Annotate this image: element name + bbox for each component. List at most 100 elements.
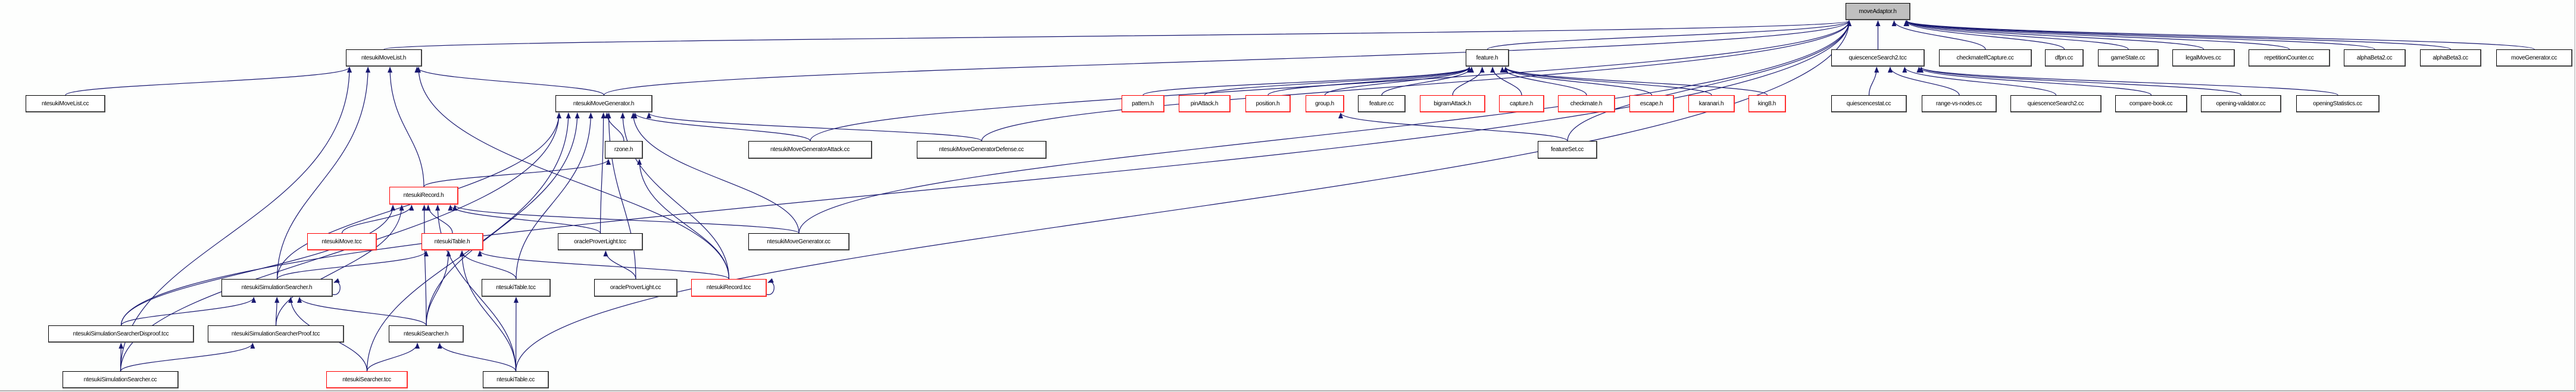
- graph-node-ntesukisimulationsearcherdisproof-tcc[interactable]: ntesukiSimulationSearcherDisproof.tcc: [48, 325, 194, 343]
- graph-node-alphabeta3-cc[interactable]: alphaBeta3.cc: [2420, 49, 2481, 67]
- graph-node-opening-validator-cc[interactable]: opening-validator.cc: [2201, 95, 2281, 112]
- dependency-edge: [426, 112, 580, 326]
- graph-node-position-h[interactable]: position.h: [1245, 95, 1291, 112]
- graph-node-feature-h[interactable]: feature.h: [1466, 49, 1509, 67]
- dependency-edge: [383, 20, 1851, 50]
- graph-node-capture-h[interactable]: capture.h: [1499, 95, 1544, 112]
- dependency-edge: [1902, 67, 2057, 96]
- graph-node-ntesukirecord-tcc[interactable]: ntesukiRecord.tcc: [691, 279, 767, 297]
- dependency-edge: [120, 343, 255, 372]
- graph-node-gamestate-cc[interactable]: gameState.cc: [2098, 49, 2159, 67]
- dependency-edge: [120, 20, 1851, 326]
- dependency-edge: [1204, 67, 1472, 96]
- graph-node-range-vs-nodes-cc[interactable]: range-vs-nodes.cc: [1922, 95, 1997, 112]
- dependency-edge: [276, 67, 371, 280]
- dependency-edge: [120, 67, 352, 372]
- dependency-edge: [1916, 67, 2152, 96]
- dependency-edge: [332, 278, 341, 295]
- dependency-edge: [341, 205, 414, 234]
- graph-node-ntesukisearcher-tcc[interactable]: ntesukiSearcher.tcc: [326, 371, 408, 388]
- graph-node-ntesukimovegeneratorattack-cc[interactable]: ntesukiMoveGeneratorAttack.cc: [748, 141, 872, 159]
- dependency-edge: [1904, 20, 2452, 50]
- dependency-edge: [448, 205, 601, 234]
- graph-node-ntesukisimulationsearcher-h[interactable]: ntesukiSimulationSearcher.h: [221, 279, 333, 297]
- graph-node-quiescencesearch2-cc[interactable]: quiescenceSearch2.cc: [2010, 95, 2102, 112]
- graph-node-ntesukimovelist-cc[interactable]: ntesukiMoveList.cc: [26, 95, 105, 112]
- graph-node-rzone-h[interactable]: rzone.h: [605, 141, 643, 159]
- graph-node-ntesukimovegenerator-h[interactable]: ntesukiMoveGenerator.h: [555, 95, 652, 112]
- dependency-edge: [606, 112, 636, 280]
- dependency-edge: [620, 112, 730, 280]
- graph-node-openingstatistics-cc[interactable]: openingStatistics.cc: [2296, 95, 2380, 112]
- dependency-edge: [603, 20, 1851, 96]
- graph-node-ntesukitable-h[interactable]: ntesukiTable.h: [421, 233, 483, 250]
- graph-node-bigramattack-h[interactable]: bigramAttack.h: [1420, 95, 1485, 112]
- graph-node-pattern-h[interactable]: pattern.h: [1122, 95, 1164, 112]
- graph-node-quiescencesearch2-tcc[interactable]: quiescenceSearch2.tcc: [1831, 49, 1925, 67]
- graph-node-ntesukisimulationsearcherproof-tcc[interactable]: ntesukiSimulationSearcherProof.tcc: [208, 325, 344, 343]
- dependency-edge: [437, 343, 517, 372]
- graph-node-king8-h[interactable]: king8.h: [1748, 95, 1786, 112]
- graph-node-ntesukitable-tcc[interactable]: ntesukiTable.tcc: [482, 279, 551, 297]
- graph-node-ntesukimovegenerator-cc[interactable]: ntesukiMoveGenerator.cc: [748, 233, 850, 250]
- graph-node-checkmate-h[interactable]: checkmate.h: [1558, 95, 1615, 112]
- graph-node-compare-book-cc[interactable]: compare-book.cc: [2115, 95, 2187, 112]
- dependency-edge: [1904, 20, 2129, 50]
- graph-node-quiescencestat-cc[interactable]: quiescencestat.cc: [1831, 95, 1907, 112]
- dependency-edge: [65, 67, 352, 96]
- dependency-edge: [414, 67, 605, 96]
- dependency-edge: [630, 112, 800, 234]
- dependency-edge: [421, 205, 427, 326]
- dependency-edge: [1888, 67, 1960, 96]
- dependency-edge: [1904, 20, 2290, 50]
- graph-node-checkmateifcapture-cc[interactable]: checkmateIfCapture.cc: [1939, 49, 2032, 67]
- dependency-edge: [1487, 20, 1851, 50]
- dependency-edge: [1338, 112, 1568, 142]
- dependency-edge: [366, 112, 571, 372]
- dependency-edge: [1490, 67, 1522, 96]
- graph-node-oracleproverlight-cc[interactable]: oracleProverLight.cc: [594, 279, 677, 297]
- graph-node-ntesukimovelist-h[interactable]: ntesukiMoveList.h: [346, 49, 422, 67]
- graph-node-dfpn-cc[interactable]: dfpn.cc: [2045, 49, 2084, 67]
- dependency-edge: [1503, 67, 1768, 96]
- graph-node-karanari-h[interactable]: karanari.h: [1688, 95, 1735, 112]
- graph-node-oracleproverlight-tcc[interactable]: oracleProverLight.tcc: [558, 233, 643, 250]
- dependency-edge: [120, 297, 257, 326]
- graph-node-alphabeta2-cc[interactable]: alphaBeta2.cc: [2344, 49, 2406, 67]
- dependency-edge: [297, 297, 427, 326]
- graph-node-escape-h[interactable]: escape.h: [1629, 95, 1674, 112]
- dependency-edge: [1904, 20, 2535, 50]
- graph-node-group-h[interactable]: group.h: [1306, 95, 1344, 112]
- dependency-edge: [1567, 20, 1851, 142]
- graph-node-moveadaptor-h[interactable]: moveAdaptor.h: [1846, 3, 1910, 20]
- dependency-edge: [426, 250, 451, 326]
- graph-node-ntesukimove-tcc[interactable]: ntesukiMove.tcc: [307, 233, 377, 250]
- dependency-edge: [981, 20, 1851, 142]
- graph-node-ntesukitable-cc[interactable]: ntesukiTable.cc: [483, 371, 549, 388]
- graph-node-featureset-cc[interactable]: featureSet.cc: [1538, 141, 1597, 159]
- dependency-edge: [647, 112, 982, 142]
- dependency-edge: [1919, 67, 2338, 96]
- graph-node-ntesukimovegeneratordefense-cc[interactable]: ntesukiMoveGeneratorDefense.cc: [917, 141, 1047, 159]
- graph-node-feature-cc[interactable]: feature.cc: [1358, 95, 1406, 112]
- graph-node-pinattack-h[interactable]: pinAttack.h: [1179, 95, 1231, 112]
- dependency-edge: [423, 159, 611, 187]
- dependency-edge: [1324, 67, 1472, 96]
- graph-node-ntesukirecord-h[interactable]: ntesukiRecord.h: [389, 187, 458, 205]
- dependency-edge: [1903, 20, 2065, 50]
- dependency-edge: [459, 250, 517, 372]
- graph-node-movegenerator-cc[interactable]: moveGenerator.cc: [2496, 49, 2572, 67]
- graph-node-repetitioncounter-cc[interactable]: repetitionCounter.cc: [2249, 49, 2330, 67]
- graph-node-legalmoves-cc[interactable]: legalMoves.cc: [2172, 49, 2235, 67]
- dependency-edge: [275, 205, 404, 326]
- dependency-edge: [1868, 67, 1879, 96]
- dependency-edge: [1452, 67, 1485, 96]
- dependency-edge: [1904, 20, 2375, 50]
- graph-node-ntesukisimulationsearcher-cc[interactable]: ntesukiSimulationSearcher.cc: [63, 371, 179, 388]
- graph-node-ntesukisearcher-h[interactable]: ntesukiSearcher.h: [389, 325, 464, 343]
- dependency-edge: [1267, 67, 1472, 96]
- dependency-edge: [798, 20, 1851, 234]
- dependency-edge: [1503, 67, 1653, 96]
- dependency-edge: [603, 250, 636, 280]
